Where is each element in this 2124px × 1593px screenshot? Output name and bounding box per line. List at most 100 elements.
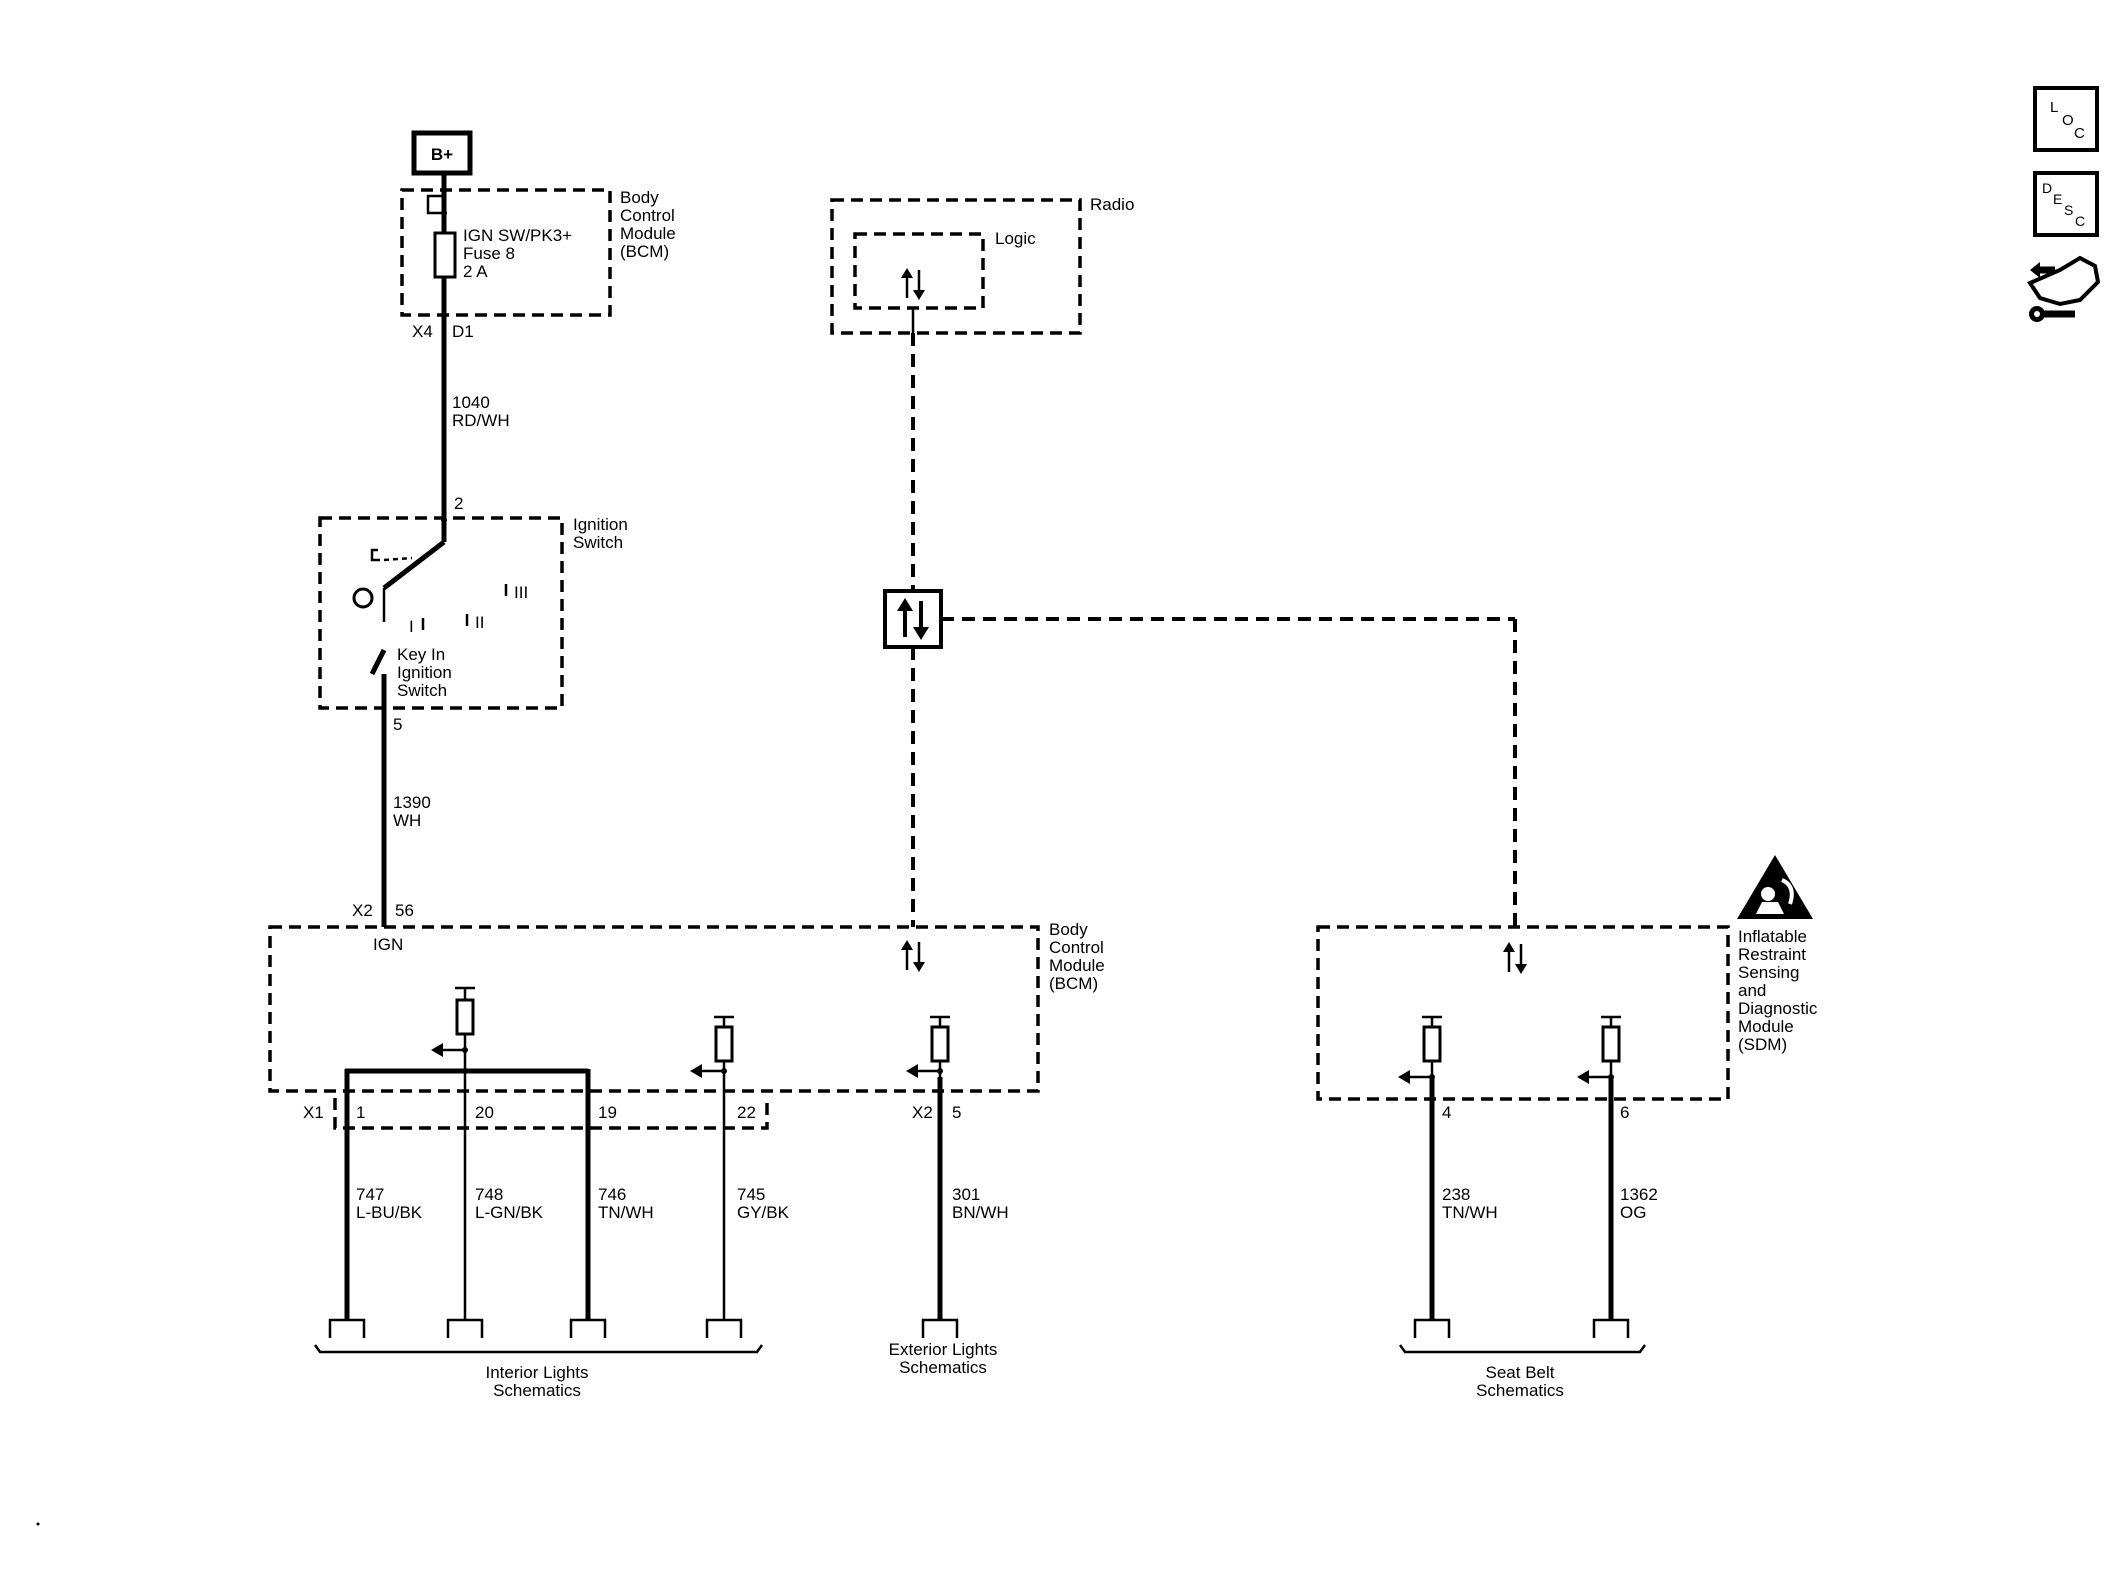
- ign-pin-2: 2: [454, 494, 463, 513]
- svg-text:Control: Control: [620, 206, 675, 225]
- loc-button[interactable]: L O C: [2033, 86, 2099, 152]
- key-switch-3: Switch: [397, 681, 447, 700]
- bcm-connector-x2-out: X2: [912, 1103, 933, 1122]
- b-plus-label: B+: [431, 145, 453, 164]
- key-switch-2: Ignition: [397, 663, 452, 682]
- svg-text:2 A: 2 A: [463, 262, 488, 281]
- ref-interior-2[interactable]: Schematics: [493, 1381, 581, 1400]
- b-plus-supply: B+: [411, 130, 473, 176]
- key-switch-1: Key In: [397, 645, 445, 664]
- bcm-fuse-box: IGN SW/PK3+ Fuse 8 2 A Body Control Modu…: [400, 173, 676, 341]
- ign-position-3: III: [514, 583, 528, 602]
- radio-label: Radio: [1090, 195, 1134, 214]
- ref-exterior-1[interactable]: Exterior Lights: [889, 1340, 998, 1359]
- fuse-label-1: IGN SW/PK3+: [463, 226, 572, 245]
- hand-wrench-icon[interactable]: [2027, 255, 2101, 322]
- bcm-ign-label: IGN: [373, 935, 403, 954]
- svg-text:Exterior Lights: Exterior Lights: [889, 1340, 998, 1359]
- terminal-745: [705, 1318, 743, 1338]
- desc-c: C: [2075, 213, 2085, 229]
- ref-interior-1[interactable]: Interior Lights: [486, 1363, 589, 1382]
- ign-switch-name-2: Switch: [573, 533, 623, 552]
- svg-text:Interior Lights: Interior Lights: [486, 1363, 589, 1382]
- ref-seatbelt-1[interactable]: Seat Belt: [1486, 1363, 1555, 1382]
- x1-pin-22: 22: [737, 1103, 756, 1122]
- wire-748-color: L-GN/BK: [475, 1203, 544, 1222]
- wire-746-color: TN/WH: [598, 1203, 654, 1222]
- fuse-label-3: 2 A: [463, 262, 488, 281]
- wire-747-color: L-BU/BK: [356, 1203, 423, 1222]
- svg-text:Ignition: Ignition: [397, 663, 452, 682]
- bcm-main-name-1: Body: [1049, 920, 1088, 939]
- svg-text:Switch: Switch: [397, 681, 447, 700]
- wire-1390: 1390 WH: [381, 708, 431, 920]
- wire-1040: 1040 RD/WH: [441, 315, 510, 540]
- wire-238-circuit: 238: [1442, 1185, 1470, 1204]
- loc-o: O: [2062, 112, 2074, 129]
- ignition-switch: 2 Ignition Switch I II III Key In Igniti…: [318, 494, 628, 734]
- connector-x4: X4: [412, 322, 433, 341]
- bcm-pin-56: 56: [395, 901, 414, 920]
- svg-text:(BCM): (BCM): [620, 242, 669, 261]
- desc-e: E: [2053, 191, 2062, 207]
- bcm-main: Body Control Module (BCM) X2 56 IGN X1 1…: [268, 901, 1105, 1130]
- x2-pin-5: 5: [952, 1103, 961, 1122]
- svg-text:Control: Control: [1049, 938, 1104, 957]
- svg-text:Module: Module: [1738, 1017, 1794, 1036]
- svg-text:Schematics: Schematics: [1476, 1381, 1564, 1400]
- bcm-fuse-name-4: (BCM): [620, 242, 669, 261]
- fuse-8-icon: [433, 231, 457, 279]
- seatbelt-brace: [1398, 1344, 1647, 1354]
- desc-button[interactable]: D E S C: [2033, 171, 2099, 237]
- ign-position-1: I: [409, 617, 414, 636]
- svg-text:Module: Module: [1049, 956, 1105, 975]
- airbag-warning-icon: [1737, 855, 1813, 919]
- connector-x1: X1: [303, 1103, 324, 1122]
- output-wires: 747 L-BU/BK 748 L-GN/BK 746 TN/WH 745 GY…: [344, 1069, 1658, 1320]
- sdm-name-1: Inflatable: [1738, 927, 1807, 946]
- svg-text:Inflatable: Inflatable: [1738, 927, 1807, 946]
- svg-text:Body: Body: [1049, 920, 1088, 939]
- wire-1040-color: RD/WH: [452, 411, 510, 430]
- ref-exterior-2[interactable]: Schematics: [899, 1358, 987, 1377]
- svg-text:(BCM): (BCM): [1049, 974, 1098, 993]
- ref-seatbelt-2[interactable]: Schematics: [1476, 1381, 1564, 1400]
- bcm-fuse-name-1: Body: [620, 188, 659, 207]
- wire-1040-circuit: 1040: [452, 393, 490, 412]
- loc-c: C: [2074, 125, 2085, 142]
- serial-data-lines: [883, 308, 1517, 927]
- wire-1390-circuit: 1390: [393, 793, 431, 812]
- x1-pin-19: 19: [598, 1103, 617, 1122]
- svg-text:Seat Belt: Seat Belt: [1486, 1363, 1555, 1382]
- svg-text:Ignition: Ignition: [573, 515, 628, 534]
- svg-text:IGN SW/PK3+: IGN SW/PK3+: [463, 226, 572, 245]
- wire-301-color: BN/WH: [952, 1203, 1009, 1222]
- svg-text:Body: Body: [620, 188, 659, 207]
- desc-d: D: [2042, 180, 2052, 196]
- svg-text:Schematics: Schematics: [493, 1381, 581, 1400]
- terminal-238: [1413, 1318, 1451, 1338]
- wire-238-color: TN/WH: [1442, 1203, 1498, 1222]
- wire-747-circuit: 747: [356, 1185, 384, 1204]
- x1-pin-1: 1: [356, 1103, 365, 1122]
- svg-text:Key In: Key In: [397, 645, 445, 664]
- sdm-name-5: Diagnostic: [1738, 999, 1818, 1018]
- serial-data-splice-icon: [883, 589, 943, 649]
- svg-text:Diagnostic: Diagnostic: [1738, 999, 1818, 1018]
- wire-745-circuit: 745: [737, 1185, 765, 1204]
- svg-text:(SDM): (SDM): [1738, 1035, 1787, 1054]
- logic-label: Logic: [995, 229, 1036, 248]
- bcm-data-arrows-icon: [901, 940, 925, 972]
- bcm-main-name-4: (BCM): [1049, 974, 1098, 993]
- wire-748-circuit: 748: [475, 1185, 503, 1204]
- svg-text:Schematics: Schematics: [899, 1358, 987, 1377]
- radio-data-arrows-icon: [901, 268, 925, 300]
- sdm-data-arrows-icon: [1503, 942, 1527, 974]
- bcm-driver-shared: [345, 986, 588, 1074]
- svg-text:Switch: Switch: [573, 533, 623, 552]
- x1-pin-20: 20: [475, 1103, 494, 1122]
- svg-text:Sensing: Sensing: [1738, 963, 1799, 982]
- wire-301-circuit: 301: [952, 1185, 980, 1204]
- sdm-name-2: Restraint: [1738, 945, 1806, 964]
